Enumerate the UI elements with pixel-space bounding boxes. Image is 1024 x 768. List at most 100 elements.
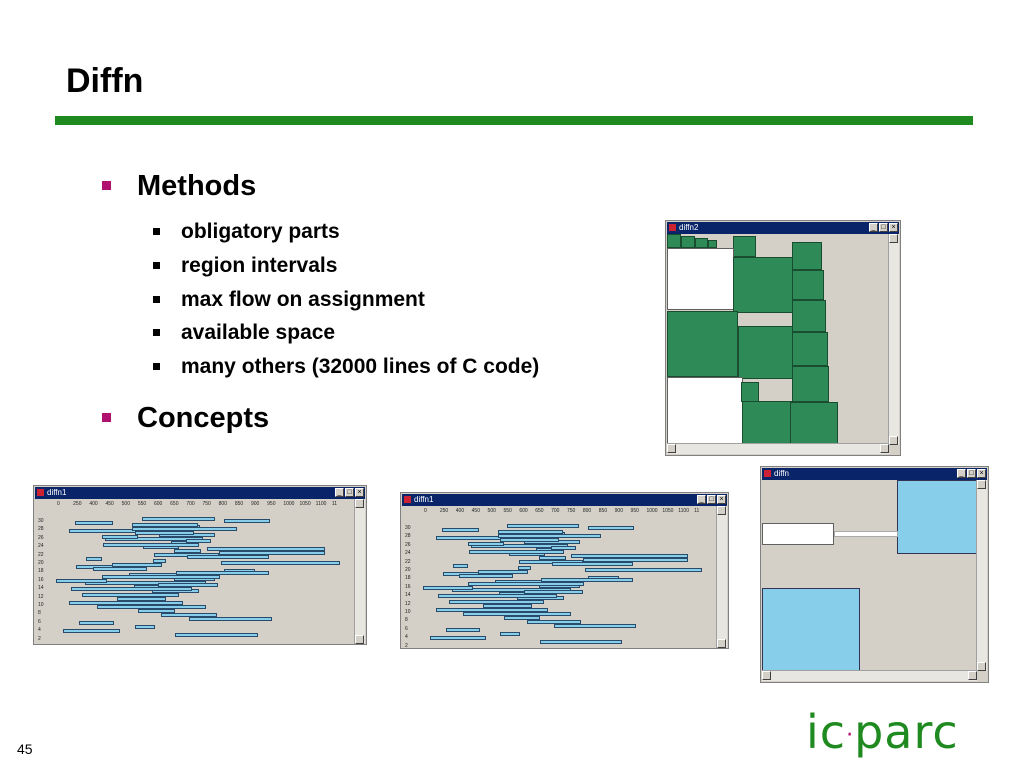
horizontal-scrollbar[interactable] <box>667 443 889 454</box>
title-underline <box>55 116 973 125</box>
axis-tick-label: 600 <box>154 501 163 507</box>
packed-box <box>681 236 695 248</box>
sub-bullet-label: region intervals <box>181 254 338 277</box>
close-button[interactable]: × <box>977 469 986 478</box>
scroll-right-arrow[interactable] <box>968 671 977 680</box>
task-bar <box>186 555 269 559</box>
task-bar <box>553 624 637 628</box>
task-bar <box>132 523 199 527</box>
scroll-down-arrow[interactable] <box>717 639 726 648</box>
task-bar <box>79 621 115 625</box>
axis-tick-label: 900 <box>251 501 260 507</box>
scroll-up-arrow[interactable] <box>889 234 898 243</box>
vertical-scrollbar[interactable] <box>976 480 987 671</box>
task-bar <box>585 568 703 572</box>
horizontal-scrollbar[interactable] <box>762 670 977 681</box>
row-label: 18 <box>405 575 411 582</box>
row-label: 22 <box>38 551 44 558</box>
scroll-left-arrow[interactable] <box>667 444 676 453</box>
task-bar <box>82 593 179 597</box>
task-bar <box>141 517 215 521</box>
app-icon <box>764 470 771 477</box>
task-bar <box>138 609 175 613</box>
axis-tick-label: 500 <box>121 501 130 507</box>
scroll-left-arrow[interactable] <box>762 671 771 680</box>
packing-canvas <box>762 480 978 671</box>
scroll-down-arrow[interactable] <box>889 436 898 445</box>
vertical-scrollbar[interactable] <box>354 499 365 644</box>
bullet-label: Concepts <box>137 402 270 434</box>
row-label: 14 <box>38 585 44 592</box>
maximize-button[interactable]: □ <box>345 488 354 497</box>
axis-tick-label: 650 <box>170 501 179 507</box>
axis-tick-label: 1050 <box>662 508 674 514</box>
scroll-up-arrow[interactable] <box>717 506 726 515</box>
row-label: 8 <box>405 617 408 624</box>
row-label: 22 <box>405 558 411 565</box>
scroll-up-arrow[interactable] <box>977 480 986 489</box>
maximize-button[interactable]: □ <box>707 495 716 504</box>
vertical-scrollbar[interactable] <box>888 234 899 445</box>
minimize-button[interactable]: _ <box>957 469 966 478</box>
task-bar <box>445 628 481 632</box>
bullet-square-icon <box>153 262 160 269</box>
maximize-button[interactable]: □ <box>879 223 888 232</box>
vertical-scrollbar[interactable] <box>716 506 727 648</box>
row-label: 20 <box>38 560 44 566</box>
close-button[interactable]: × <box>889 223 898 232</box>
axis-tick-label: 0 <box>424 508 427 514</box>
minimize-button[interactable]: _ <box>697 495 706 504</box>
task-bar <box>86 557 102 561</box>
row-label: 12 <box>405 600 411 607</box>
window-titlebar[interactable]: diffn _ □ × <box>762 468 987 480</box>
task-bar <box>437 594 558 598</box>
task-bar <box>423 586 473 590</box>
bullet-square-icon <box>102 181 111 190</box>
window-titlebar[interactable]: diffn2 _ □ × <box>667 222 899 234</box>
empty-region <box>834 531 898 537</box>
task-bar <box>551 562 633 566</box>
row-label: 28 <box>38 526 44 533</box>
task-bar <box>478 570 528 574</box>
row-label: 16 <box>405 583 411 590</box>
task-bar <box>223 519 271 523</box>
window-titlebar[interactable]: diffn1 _ □ × <box>35 487 365 499</box>
scroll-down-arrow[interactable] <box>355 635 364 644</box>
close-button[interactable]: × <box>717 495 726 504</box>
packed-box <box>792 366 829 402</box>
axis-tick-label: 850 <box>234 501 244 507</box>
task-bar <box>175 633 258 637</box>
minimize-button[interactable]: _ <box>335 488 344 497</box>
scroll-down-arrow[interactable] <box>977 662 986 671</box>
task-bar <box>158 583 218 587</box>
task-bar <box>63 629 120 633</box>
task-bar <box>132 527 237 531</box>
task-bar <box>112 563 163 567</box>
close-button[interactable]: × <box>355 488 364 497</box>
window-titlebar[interactable]: diffn1 _ □ × <box>402 494 727 506</box>
minimize-button[interactable]: _ <box>869 223 878 232</box>
task-bar <box>206 547 326 551</box>
task-bar <box>161 613 217 617</box>
packed-box <box>667 234 681 248</box>
sub-bullet-label: available space <box>181 321 336 344</box>
task-bar <box>101 535 139 539</box>
scroll-right-arrow[interactable] <box>880 444 889 453</box>
packing-canvas <box>667 234 890 445</box>
packed-box <box>742 401 792 445</box>
axis-tick-label: 800 <box>218 501 227 507</box>
packed-box <box>741 382 759 402</box>
scroll-up-arrow[interactable] <box>355 499 364 508</box>
window-title: diffn1 <box>47 488 67 497</box>
row-label: 26 <box>38 534 44 541</box>
row-label: 6 <box>38 618 41 625</box>
bullet-label: Methods <box>137 170 257 202</box>
task-bar <box>507 524 580 528</box>
axis-tick-label: 800 <box>582 508 592 514</box>
maximize-button[interactable]: □ <box>967 469 976 478</box>
sub-bullet-label: many others (32000 lines of C code) <box>181 355 540 378</box>
